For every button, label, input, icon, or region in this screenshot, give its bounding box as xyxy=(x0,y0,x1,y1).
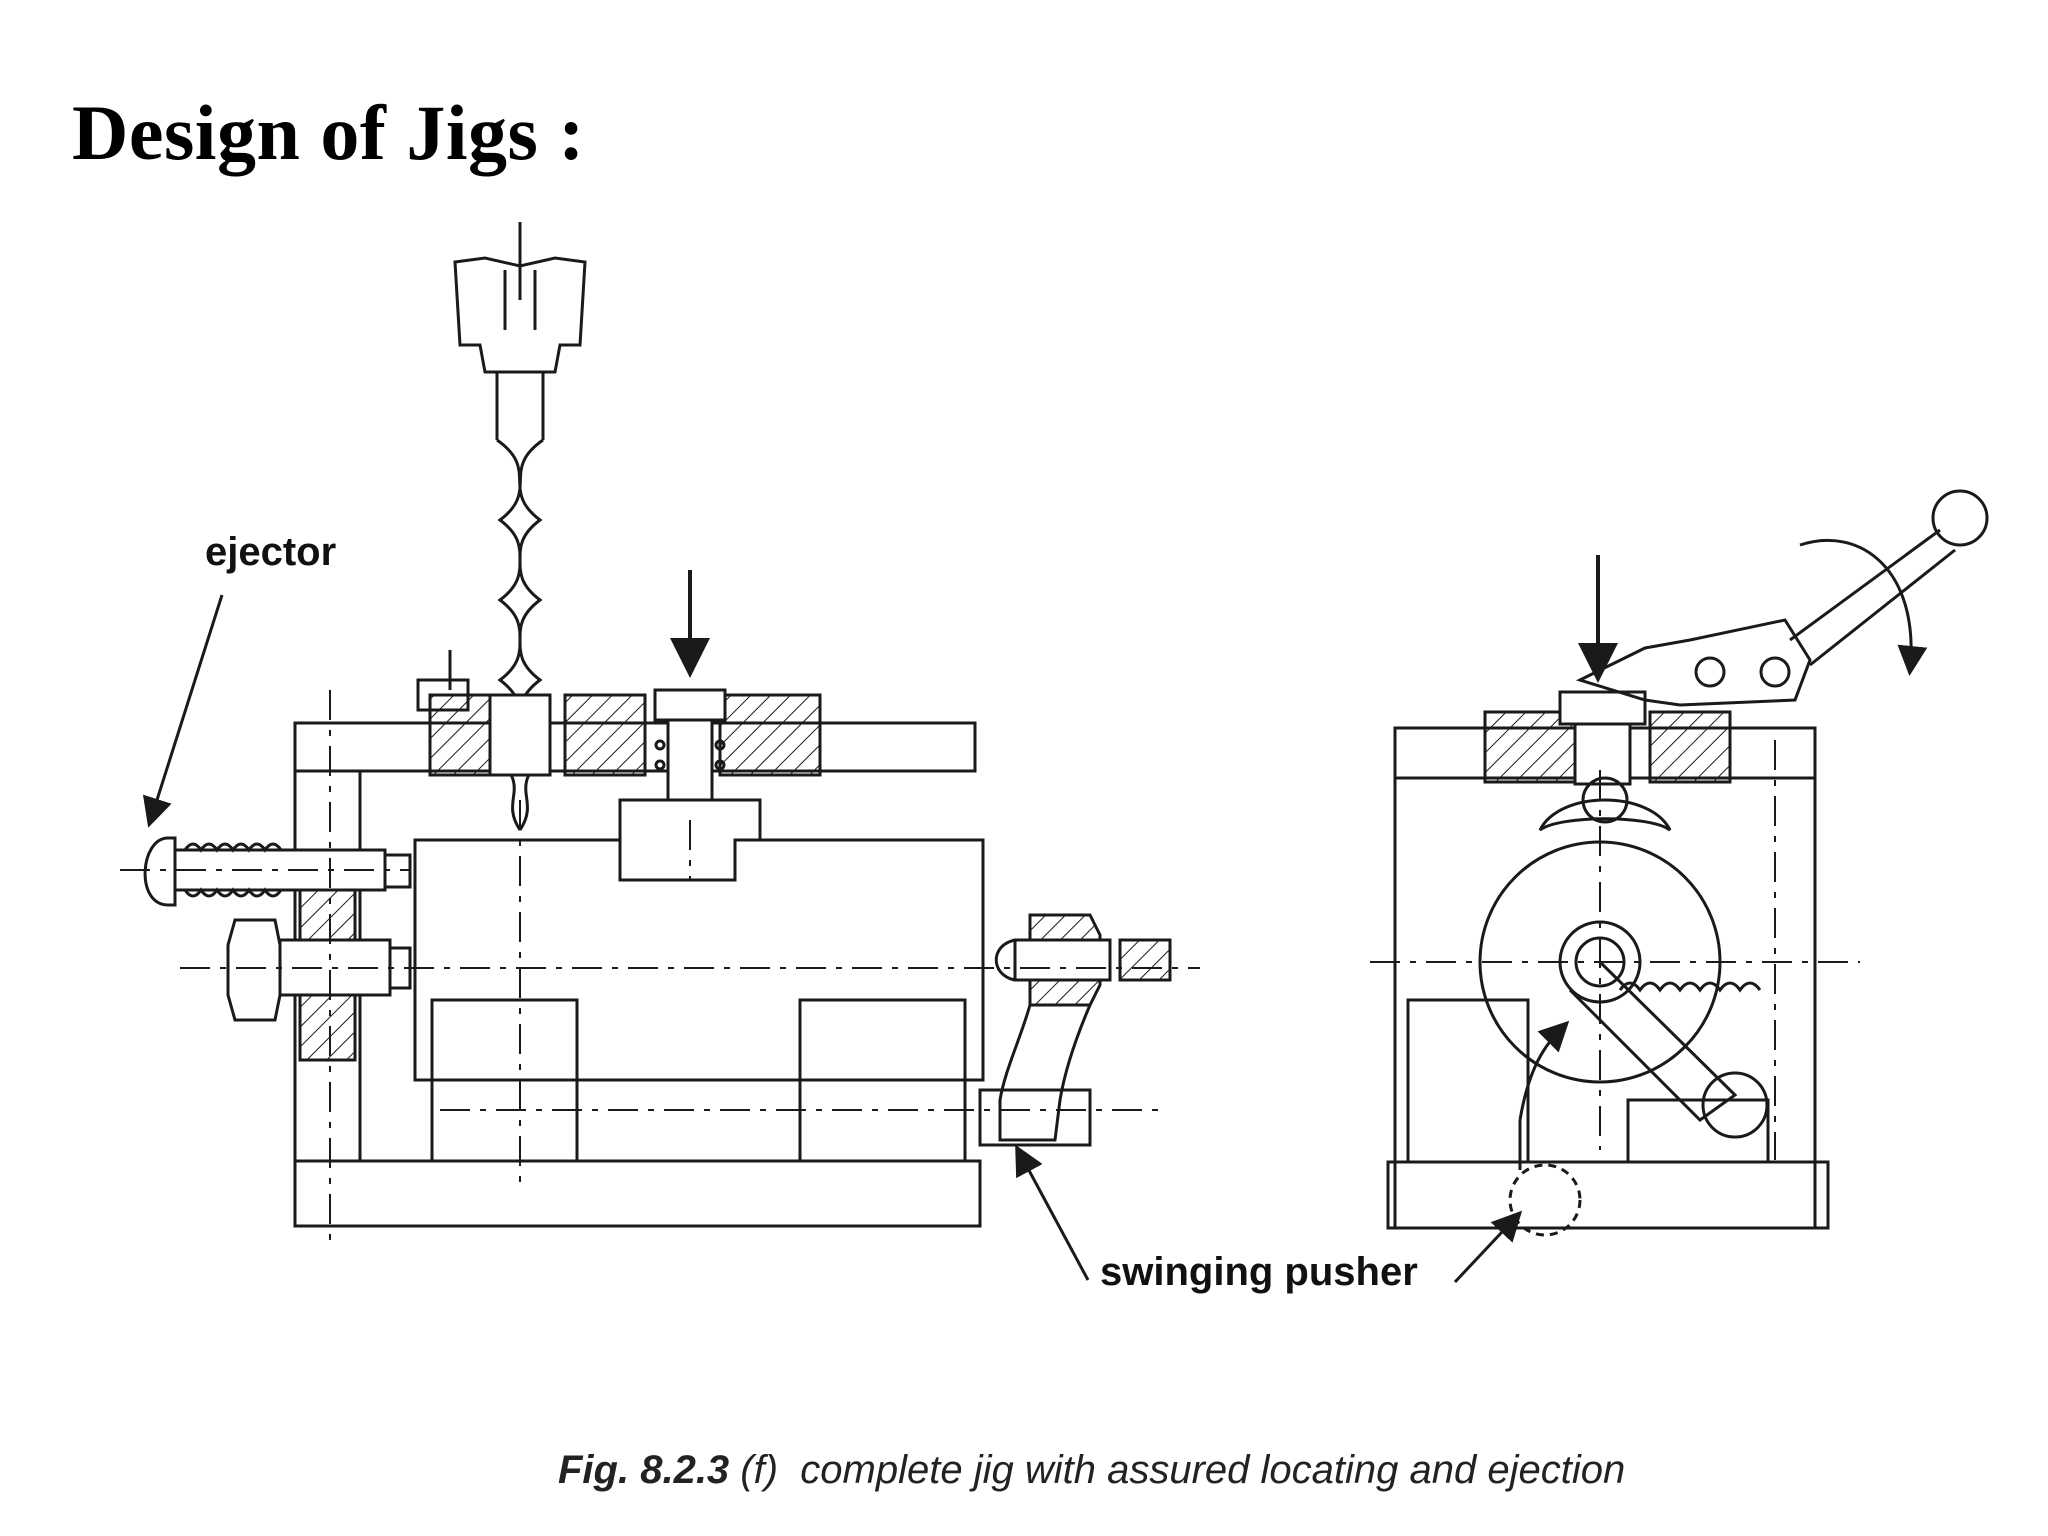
support-block-right xyxy=(800,1000,965,1161)
side-base xyxy=(1388,1162,1828,1228)
swinging-pusher-leader-front xyxy=(1015,1144,1088,1280)
ejector-label: ejector xyxy=(205,530,337,574)
spring-plunger xyxy=(996,915,1170,1005)
swinging-pusher-label: swinging pusher xyxy=(1100,1250,1418,1294)
figure-number: Fig. 8.2.3 xyxy=(558,1448,730,1492)
drill-chuck xyxy=(455,222,585,372)
front-view xyxy=(120,222,1200,1240)
base-plate xyxy=(295,1161,980,1226)
figure-part: (f) xyxy=(740,1448,779,1492)
swinging-pusher xyxy=(980,1005,1090,1145)
ejector-leader xyxy=(142,595,222,828)
figure-caption-text: complete jig with assured locating and e… xyxy=(800,1448,1626,1492)
lever-ball xyxy=(1933,491,1987,545)
side-body xyxy=(1395,728,1815,1228)
lever-pivot xyxy=(1703,1073,1767,1137)
clamp-lever xyxy=(1580,491,1987,705)
support-block-left xyxy=(432,1000,577,1161)
swinging-pusher-leader-side xyxy=(1455,1210,1523,1282)
leader-lines xyxy=(142,595,1523,1282)
slide-title: Design of Jigs : xyxy=(72,89,585,176)
ejector xyxy=(145,838,410,905)
figure-caption: Fig. 8.2.3 (f) complete jig with assured… xyxy=(558,1448,1625,1493)
side-view xyxy=(1370,491,1987,1235)
